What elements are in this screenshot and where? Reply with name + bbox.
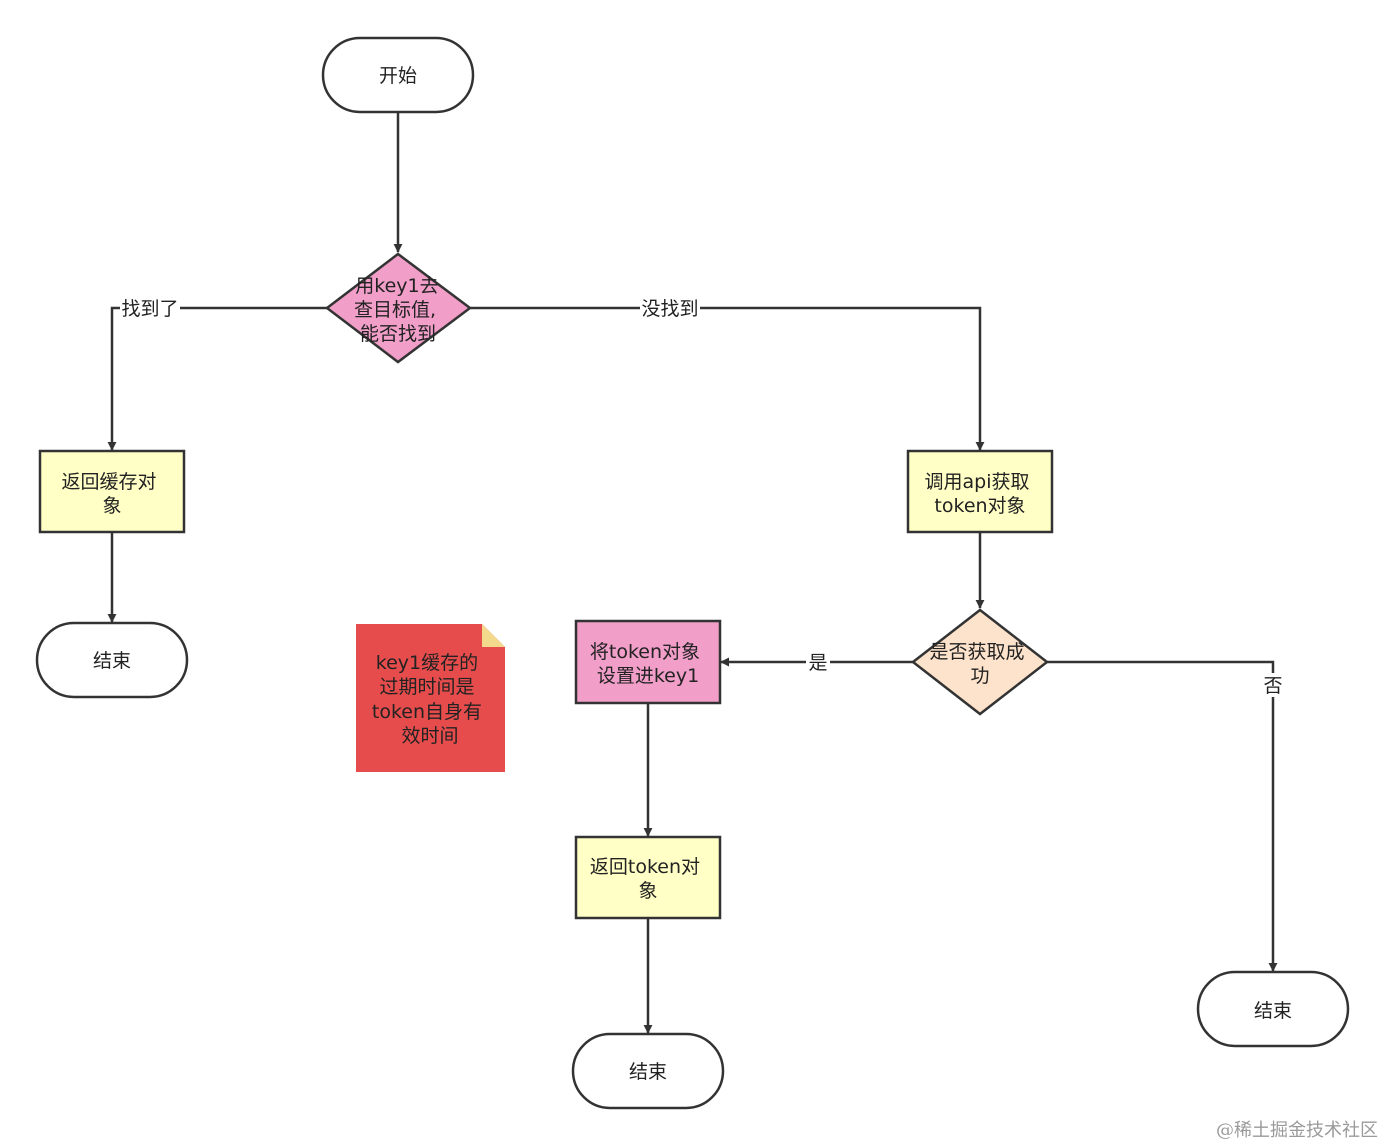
call-api-node: 调用api获取 token对象 (906, 449, 1054, 534)
edge-label-yes: 是 (808, 652, 827, 674)
return-token-line-1: 返回token对 (590, 856, 700, 878)
svg-text:调用api获取 token对象: 调用api获取 token对象 (924, 471, 1035, 517)
edge-no (1047, 660, 1278, 972)
decision-success: 是否获取成 功 (910, 608, 1050, 716)
decision-success-line-1: 是否获取成 (929, 641, 1024, 663)
end-left-node: 结束 (35, 621, 189, 699)
svg-text:key1缓存的 过期时间是 toke: key1缓存的 过期时间是 token自身有 效时间 (372, 652, 488, 747)
edge-labels: 找到了 没找到 是 否 (120, 296, 1285, 697)
note-line-4: 效时间 (401, 725, 458, 747)
call-api-line-2: token对象 (934, 495, 1025, 517)
start-node: 开始 (321, 36, 475, 114)
end-middle-label: 结束 (629, 1061, 667, 1083)
svg-text:用key1去 查目标值, 能否找到: 用key1去 查目标值, 能否找到 (354, 275, 445, 345)
start-label: 开始 (379, 65, 417, 87)
return-cache-node: 返回缓存对 象 (38, 449, 186, 534)
set-key-line-1: 将token对象 (590, 641, 700, 663)
end-right-node: 结束 (1196, 970, 1350, 1048)
note-line-3: token自身有 (372, 701, 482, 723)
svg-text:返回缓存对 象: 返回缓存对 象 (61, 471, 162, 517)
watermark: @稀土掘金技术社区 (1216, 1120, 1378, 1141)
edge-label-not-found: 没找到 (641, 298, 698, 320)
note-line-2: 过期时间是 (379, 676, 474, 698)
decision-cache-line-3: 能否找到 (360, 323, 436, 345)
decision-cache-line-1: 用key1去 (355, 275, 438, 297)
svg-text:是否获取成 功: 是否获取成 功 (929, 641, 1030, 687)
return-cache-line-2: 象 (102, 495, 121, 517)
decision-success-line-2: 功 (970, 665, 989, 687)
edge-label-found: 找到了 (121, 298, 178, 320)
return-token-node: 返回token对 象 (574, 835, 722, 920)
return-token-line-2: 象 (638, 880, 657, 902)
set-key-node: 将token对象 设置进key1 (574, 619, 722, 705)
end-right-label: 结束 (1254, 1000, 1292, 1022)
svg-text:将token对象 设置进key1: 将token对象 设置进key1 (590, 641, 706, 687)
edge-found (107, 306, 327, 451)
decision-cache-line-2: 查目标值, (354, 299, 436, 321)
note-line-1: key1缓存的 (376, 652, 478, 674)
end-left-label: 结束 (93, 650, 131, 672)
end-middle-node: 结束 (571, 1032, 725, 1110)
decision-cache-lookup: 用key1去 查目标值, 能否找到 (324, 252, 473, 364)
edge-label-no: 否 (1263, 675, 1282, 697)
set-key-line-2: 设置进key1 (597, 665, 699, 687)
note-fold (482, 624, 505, 647)
call-api-line-1: 调用api获取 (924, 471, 1029, 493)
return-cache-line-1: 返回缓存对 (61, 471, 156, 493)
edge-not-found (470, 306, 985, 451)
sticky-note: key1缓存的 过期时间是 token自身有 效时间 (356, 624, 505, 772)
svg-text:返回token对 象: 返回token对 象 (590, 856, 706, 902)
